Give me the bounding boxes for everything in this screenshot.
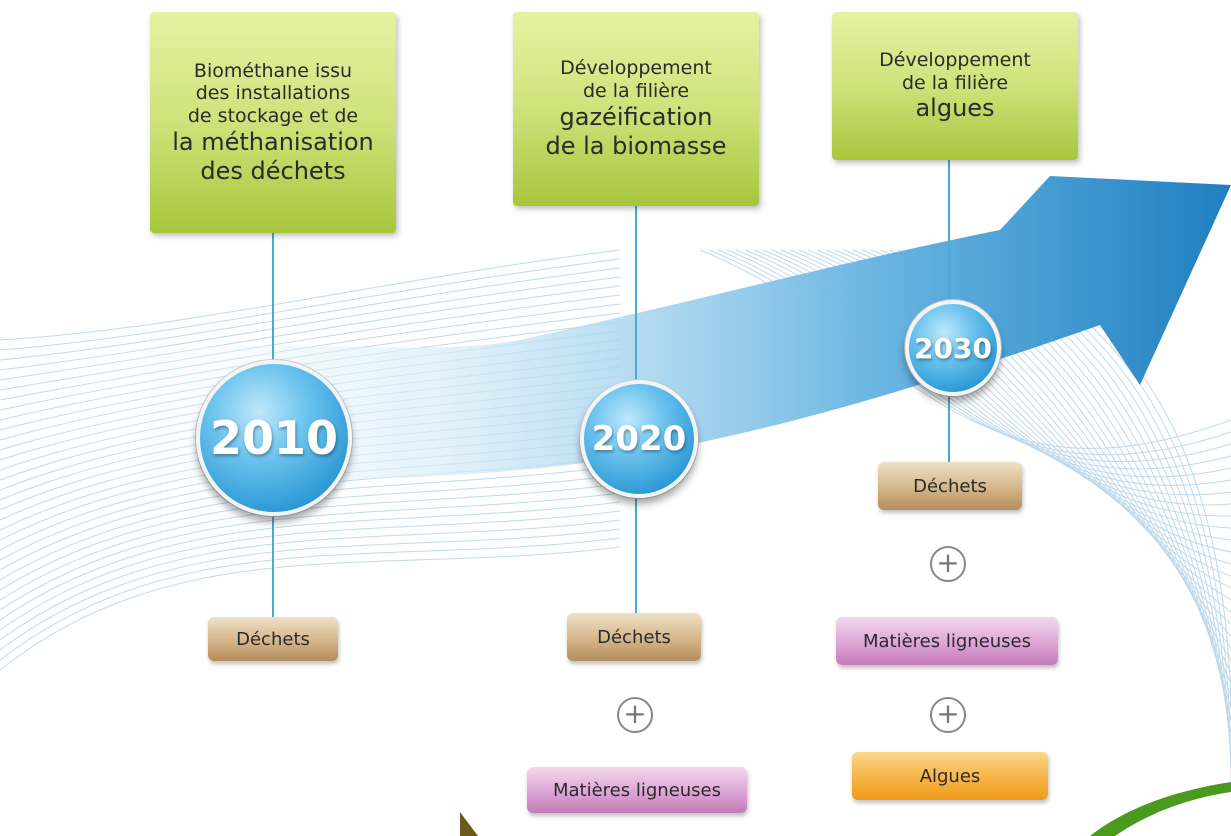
connector-2020-top bbox=[635, 205, 637, 385]
plus-icon: + bbox=[930, 546, 966, 582]
milestone-2020-box: Développement de la filière gazéificatio… bbox=[513, 12, 759, 206]
fan-line bbox=[0, 258, 621, 351]
milestone-2010-box: Biométhane issu des installations de sto… bbox=[150, 12, 396, 233]
resource-label: Déchets bbox=[597, 626, 671, 648]
resource-label: Algues bbox=[919, 765, 981, 787]
resource-dechets: Déchets bbox=[567, 613, 701, 661]
box-line: de la filière bbox=[582, 80, 690, 103]
year-2010-circle: 2010 bbox=[196, 360, 352, 516]
fan-line bbox=[0, 546, 621, 671]
year-label: 2020 bbox=[591, 419, 687, 459]
connector-2010-bottom bbox=[272, 500, 274, 620]
corner-triangle bbox=[460, 812, 478, 836]
resource-label: Matières ligneuses bbox=[862, 630, 1032, 652]
fan-line bbox=[0, 267, 621, 361]
white-block bbox=[0, 712, 460, 836]
plus-icon: + bbox=[617, 697, 653, 733]
resource-algues: Algues bbox=[852, 752, 1048, 800]
connector-2030-top bbox=[948, 160, 950, 310]
year-label: 2010 bbox=[209, 411, 339, 465]
fan-line bbox=[0, 510, 621, 631]
connector-2010-top bbox=[272, 232, 274, 372]
fan-line bbox=[0, 519, 621, 641]
box-line: de la filière bbox=[901, 71, 1009, 94]
fan-line bbox=[0, 528, 621, 651]
year-2030-circle: 2030 bbox=[905, 300, 1001, 396]
resource-matieres-ligneuses: Matières ligneuses bbox=[527, 767, 747, 813]
connector-2020-bottom bbox=[635, 495, 637, 617]
year-2020-circle: 2020 bbox=[580, 380, 698, 498]
box-line: des installations bbox=[195, 82, 351, 105]
connector-2030-bottom bbox=[948, 385, 950, 465]
box-line: algues bbox=[915, 94, 995, 123]
box-line: la méthanisation bbox=[172, 127, 374, 156]
box-line: de stockage et de bbox=[187, 105, 359, 128]
plus-icon: + bbox=[930, 697, 966, 733]
box-line: de la biomasse bbox=[545, 131, 727, 160]
box-line: Biométhane issu bbox=[193, 59, 353, 82]
resource-dechets: Déchets bbox=[878, 462, 1022, 510]
box-line: Développement bbox=[879, 48, 1031, 71]
fan-line bbox=[0, 492, 621, 611]
milestone-2030-box: Développement de la filière algues bbox=[832, 12, 1078, 160]
fan-line bbox=[0, 537, 621, 661]
box-line: gazéification bbox=[559, 103, 713, 131]
fan-line bbox=[0, 249, 621, 341]
resource-matieres-ligneuses: Matières ligneuses bbox=[836, 617, 1058, 665]
resource-label: Matières ligneuses bbox=[552, 779, 722, 801]
box-line: des déchets bbox=[200, 156, 346, 185]
green-swoosh bbox=[1090, 782, 1231, 836]
box-line: Développement bbox=[560, 57, 712, 80]
fan-line bbox=[0, 501, 621, 621]
year-label: 2030 bbox=[914, 331, 992, 365]
resource-label: Déchets bbox=[236, 628, 310, 650]
resource-label: Déchets bbox=[913, 475, 987, 497]
resource-dechets: Déchets bbox=[208, 617, 338, 661]
